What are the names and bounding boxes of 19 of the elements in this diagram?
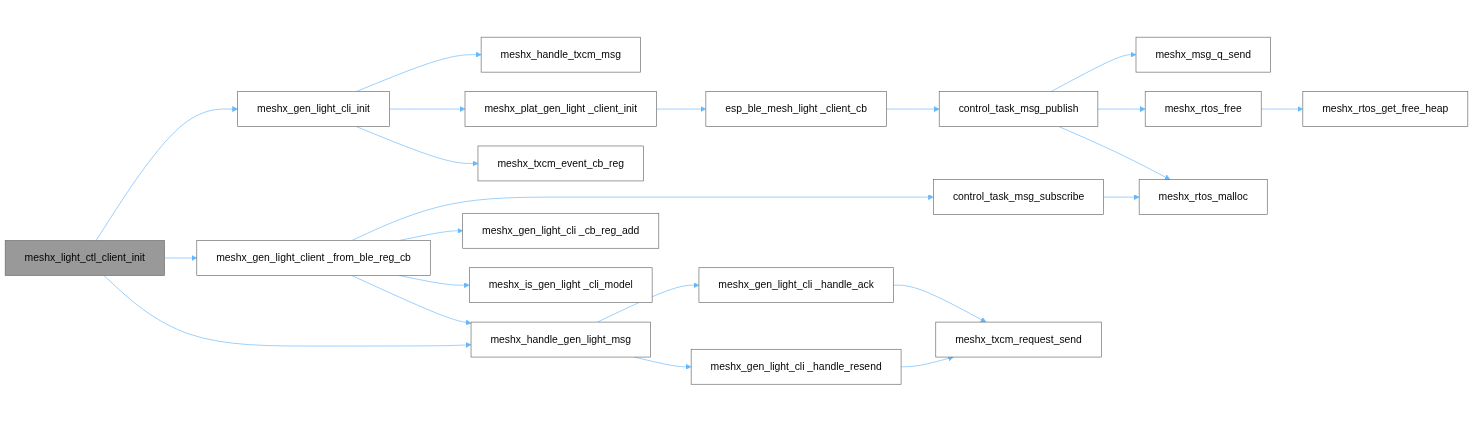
node-box: esp_ble_mesh_light _client_cb [705,91,887,127]
node-box: control_task_msg_subscribe [933,179,1104,215]
node-box: meshx_gen_light_client _from_ble_reg_cb [196,239,431,276]
node-box: meshx_plat_gen_light _client_init [464,91,657,127]
node-box: meshx_light_ctl_client_init [4,239,165,276]
node-box: meshx_is_gen_light _cli_model [469,267,653,303]
node-box: meshx_gen_light_cli _handle_ack [698,267,894,303]
node-box: meshx_msg_q_send [1135,36,1271,73]
node-box: meshx_gen_light_cli_init [237,91,390,127]
node-box: meshx_rtos_free [1144,91,1262,127]
node-box: meshx_gen_light_cli _cb_reg_add [462,212,660,249]
node-box: meshx_handle_txcm_msg [480,36,641,73]
node-box: meshx_txcm_request_send [935,321,1102,358]
node-box: meshx_txcm_event_cb_reg [477,145,644,182]
node-box: meshx_rtos_malloc [1138,179,1268,215]
node-box: control_task_msg_publish [938,91,1099,127]
node-box: meshx_gen_light_cli _handle_resend [690,348,902,385]
node-box: meshx_handle_gen_light_msg [470,321,651,358]
node-box: meshx_rtos_get_free_heap [1302,91,1469,127]
